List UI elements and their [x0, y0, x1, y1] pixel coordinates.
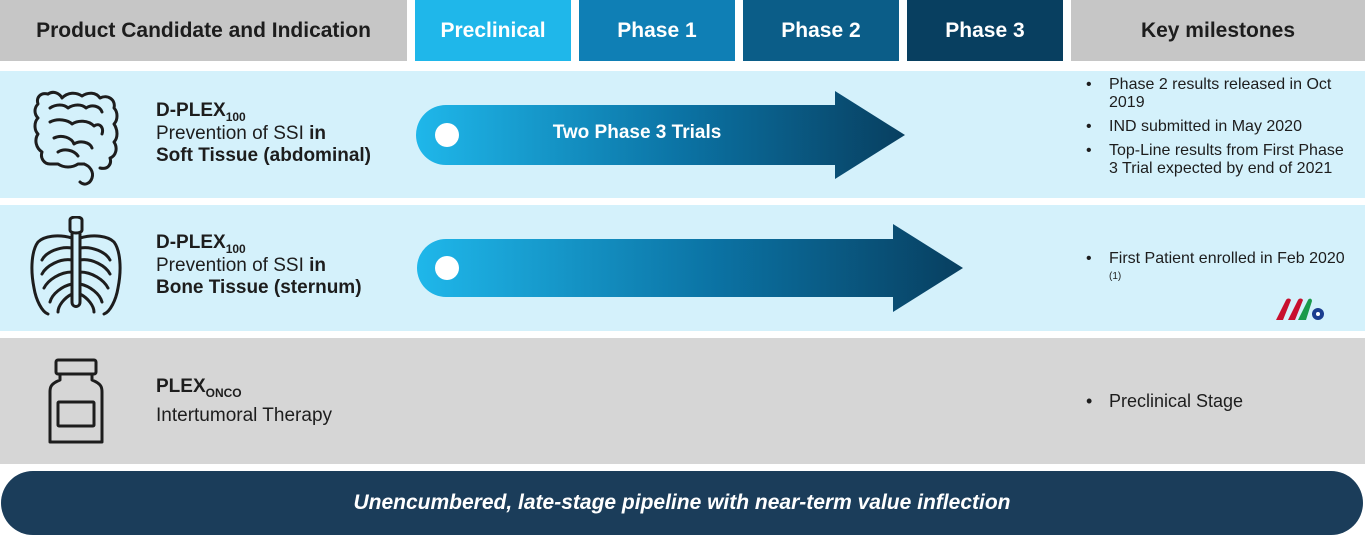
- header-milestones: Key milestones: [1071, 0, 1365, 61]
- arrow-label-soft-tissue: Two Phase 3 Trials: [552, 122, 722, 143]
- progress-arrow-bone-tissue: [416, 224, 966, 317]
- indication-tissue: Bone Tissue (sternum): [156, 277, 362, 298]
- candidate-onco: PLEXONCO Intertumoral Therapy: [156, 376, 332, 427]
- intestine-icon: [28, 82, 124, 188]
- milestone-text: First Patient enrolled in Feb 2020: [1109, 250, 1345, 267]
- header-phase2: Phase 2: [743, 0, 899, 61]
- indication-prefix: Prevention of SSI: [156, 255, 310, 276]
- candidate-name: PLEX: [156, 376, 206, 397]
- indication-in: in: [309, 255, 327, 276]
- indication-prefix: Prevention of SSI: [156, 123, 310, 144]
- summary-banner: Unencumbered, late-stage pipeline with n…: [1, 471, 1363, 535]
- milestone-item: First Patient enrolled in Feb 2020 (1): [1086, 250, 1346, 290]
- milestone-footnote: (1): [1109, 271, 1122, 282]
- header-phase3: Phase 3: [907, 0, 1063, 61]
- milestones-onco: Preclinical Stage: [1086, 392, 1346, 416]
- header-phase1: Phase 1: [579, 0, 735, 61]
- header-preclinical: Preclinical: [415, 0, 571, 61]
- indication-text: Intertumoral Therapy: [156, 405, 333, 426]
- vial-icon: [28, 358, 124, 446]
- milestone-item: Preclinical Stage: [1086, 392, 1346, 410]
- candidate-subscript: 100: [225, 242, 246, 256]
- milestone-item: IND submitted in May 2020: [1086, 118, 1346, 136]
- candidate-bone-tissue: D-PLEX100 Prevention of SSI in Bone Tiss…: [156, 232, 362, 299]
- milestone-item: Phase 2 results released in Oct 2019: [1086, 76, 1346, 112]
- company-logo: [1274, 296, 1328, 327]
- candidate-soft-tissue: D-PLEX100 Prevention of SSI in Soft Tiss…: [156, 100, 371, 167]
- indication-in: in: [309, 123, 327, 144]
- indication-tissue: Soft Tissue (abdominal): [156, 145, 372, 166]
- header-candidate: Product Candidate and Indication: [0, 0, 407, 61]
- milestone-item: Top-Line results from First Phase 3 Tria…: [1086, 142, 1346, 178]
- progress-arrow-soft-tissue: Two Phase 3 Trials: [416, 91, 908, 184]
- ribcage-icon: [28, 216, 124, 320]
- candidate-name: D-PLEX: [156, 100, 226, 121]
- milestones-bone-tissue: First Patient enrolled in Feb 2020 (1): [1086, 250, 1346, 296]
- candidate-name: D-PLEX: [156, 232, 226, 253]
- milestones-soft-tissue: Phase 2 results released in Oct 2019 IND…: [1086, 76, 1346, 184]
- candidate-subscript: ONCO: [205, 386, 242, 400]
- candidate-subscript: 100: [225, 110, 246, 124]
